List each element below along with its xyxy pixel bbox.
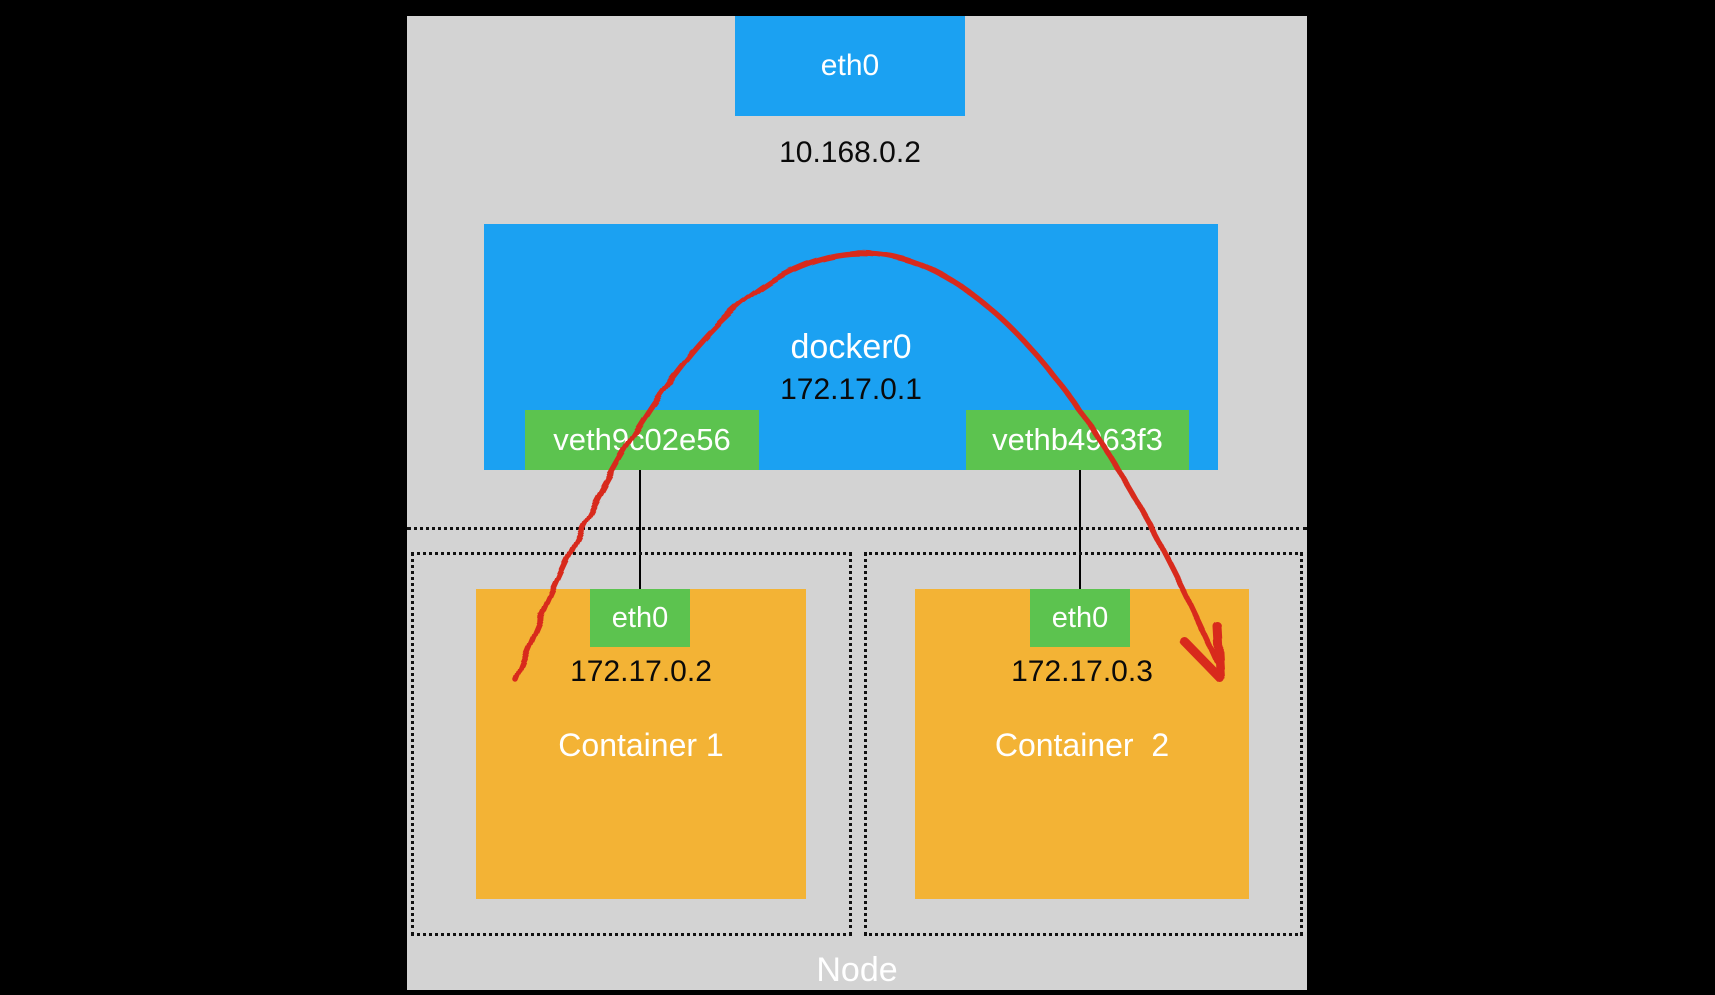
container2-eth0-box: eth0: [1030, 589, 1130, 647]
namespace-divider-line: [407, 527, 1307, 530]
veth2-box: vethb4963f3: [966, 410, 1189, 470]
node-label: Node: [816, 950, 898, 989]
container1-eth0-label: eth0: [611, 601, 669, 634]
host-ip-label: 10.168.0.2: [779, 136, 921, 169]
veth1-label: veth9c02e56: [553, 422, 731, 457]
host-eth0-label: eth0: [820, 49, 880, 82]
container1-ip-label: 172.17.0.2: [570, 655, 712, 688]
container2-eth0-label: eth0: [1051, 601, 1109, 634]
docker0-ip-label: 172.17.0.1: [780, 373, 922, 406]
container2-name-label: Container 2: [994, 726, 1170, 763]
container1-eth0-box: eth0: [590, 589, 690, 647]
veth1-box: veth9c02e56: [525, 410, 759, 470]
host-eth0-box: eth0: [735, 16, 965, 116]
container1-name-label: Container 1: [558, 726, 724, 763]
container2-ip-label: 172.17.0.3: [1011, 655, 1153, 688]
veth2-label: vethb4963f3: [992, 422, 1163, 457]
docker0-label: docker0: [790, 327, 912, 366]
